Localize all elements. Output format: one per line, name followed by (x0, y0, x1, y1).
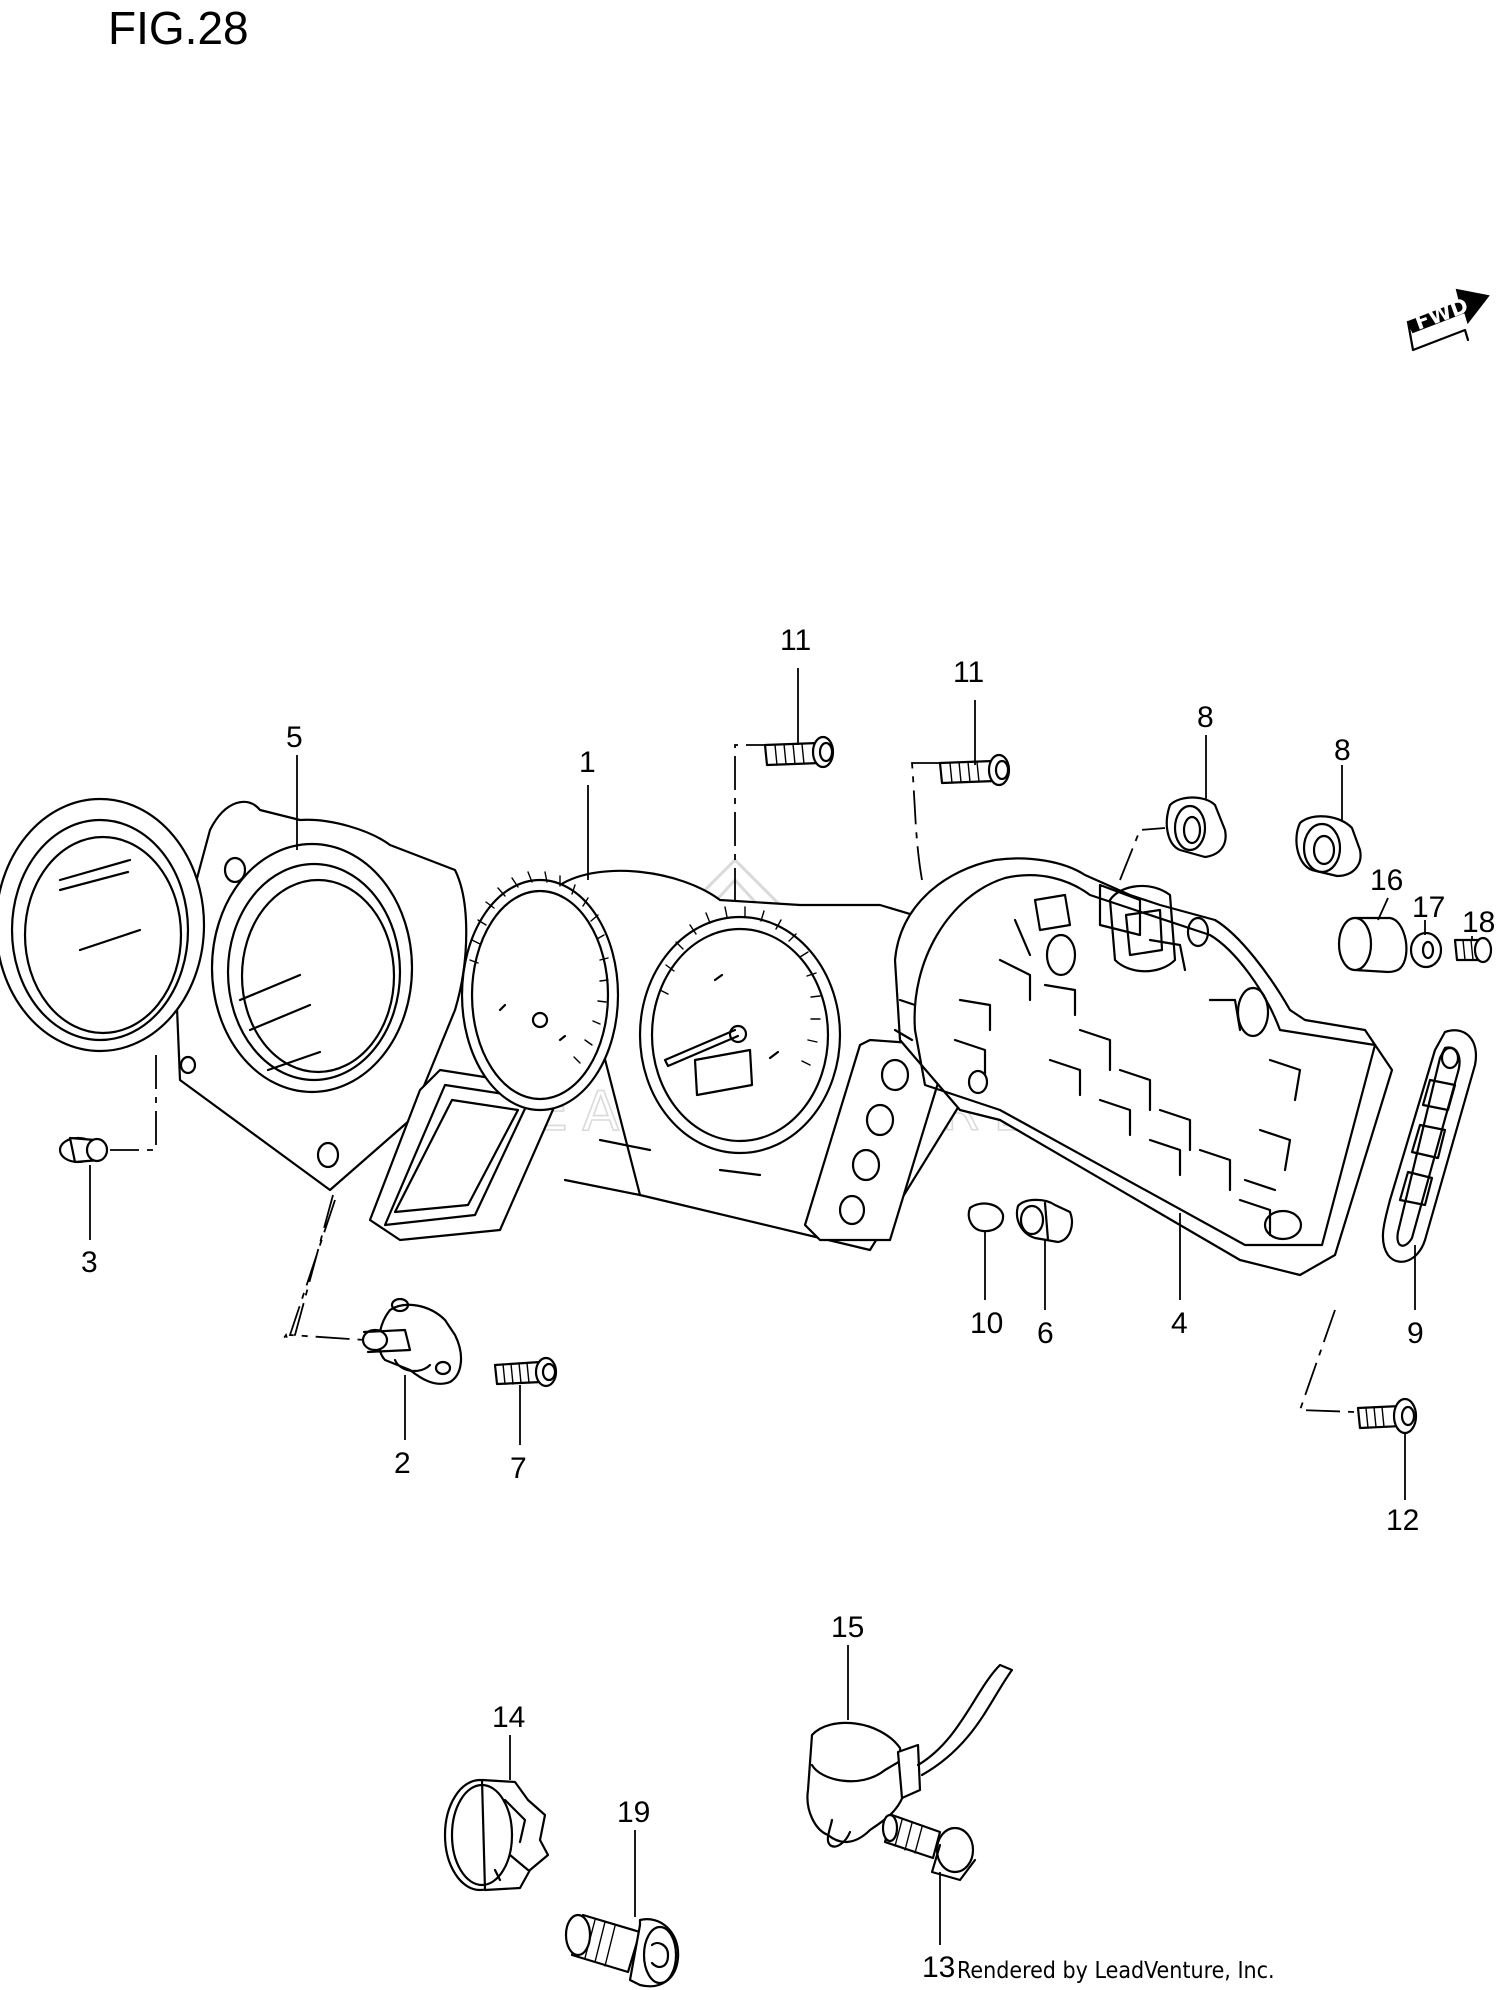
callout-2: 2 (394, 1447, 411, 1480)
figure-title: FIG.28 (108, 2, 249, 54)
callout-8b: 8 (1334, 734, 1351, 767)
callout-9: 9 (1407, 1317, 1424, 1350)
part-12-screw (1356, 1397, 1418, 1435)
callout-7: 7 (510, 1452, 527, 1485)
fwd-label: FWD (1412, 293, 1472, 334)
part-11-screw-a (763, 735, 835, 769)
part-8-bushing-b (1295, 815, 1362, 878)
part-1-meter-assembly (460, 869, 982, 1252)
part-7-screw (493, 1356, 558, 1388)
callout-1: 1 (579, 746, 596, 779)
part-10-bulb (967, 1202, 1005, 1233)
callout-19: 19 (617, 1796, 650, 1829)
callout-4: 4 (1171, 1307, 1188, 1340)
callout-3: 3 (81, 1246, 98, 1279)
part-6-bulb-socket (1015, 1198, 1074, 1244)
part-18-screw (881, 1813, 977, 1882)
part-8-bushing-a (1165, 796, 1227, 859)
alignment-lines (110, 744, 1356, 1413)
callout-17: 15 (831, 1611, 864, 1644)
part-9-gasket (1381, 1029, 1478, 1263)
part-5-meter-case (0, 797, 557, 1242)
callout-11b: 11 (953, 656, 984, 689)
fwd-arrow-icon: FWD (1406, 288, 1490, 352)
part-16-socket (443, 1778, 550, 1892)
callout-12: 12 (1386, 1504, 1419, 1537)
callout-10: 10 (970, 1307, 1003, 1340)
callout-5: 5 (286, 721, 303, 754)
part-2-bulb-socket (361, 1297, 463, 1385)
callout-13: 16 (1370, 864, 1403, 897)
callout-11a: 11 (780, 624, 811, 657)
part-19-bolt (564, 1913, 680, 1988)
part-4-rear-cover (893, 857, 1394, 1277)
part-3-grommet (58, 1136, 109, 1164)
part-15-screw (1453, 936, 1493, 964)
render-credit: Rendered by LeadVenture, Inc. (957, 1958, 1275, 1984)
callout-8a: 8 (1197, 701, 1214, 734)
callout-labels: 5 1 11 11 8 8 16 17 18 3 10 6 4 9 2 7 12… (81, 624, 1495, 1984)
part-14-washer (1409, 931, 1443, 969)
callout-18: 13 (922, 1951, 955, 1984)
leader-lines (89, 668, 1473, 1945)
part-17-sensor (806, 1663, 1014, 1848)
callout-14: 17 (1412, 891, 1445, 924)
callout-6: 6 (1037, 1317, 1054, 1350)
callout-15: 18 (1462, 906, 1495, 939)
part-13-cushion (1337, 916, 1408, 974)
callout-16: 14 (492, 1701, 525, 1734)
